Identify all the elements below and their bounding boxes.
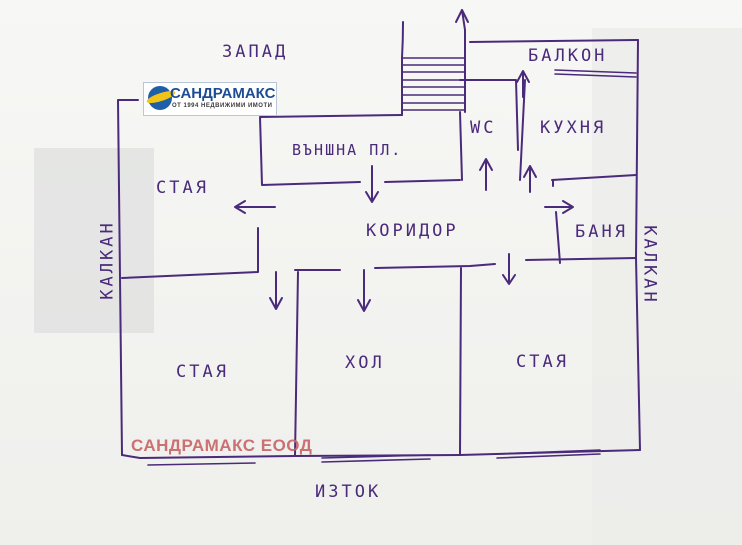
arrow-into-corridor [365,165,379,203]
room-top-left-wall [121,227,259,279]
bleed-through-photo [34,148,154,333]
window-balcony [554,69,637,78]
arrow-room-bottom-right [502,253,516,285]
hall-left-wall [294,271,299,457]
wall-top [469,39,639,43]
external-space-walls [259,114,461,186]
room-corridor-label: КОРИДОР [366,221,459,241]
window-hall [321,454,431,463]
hall-right-wall [459,267,462,456]
arrow-hall [357,269,371,312]
company-watermark: САНДРАМАКС ЕООД [131,436,313,455]
logo-tagline: ОТ 1994 НЕДВИЖИМИ ИМОТИ [172,103,273,109]
label-east: ИЗТОК [315,482,382,502]
stairs-arrow [455,9,469,23]
window-room-right [496,449,601,459]
window-room-left [147,462,256,466]
room-wc-label: WC [470,118,497,138]
room-top-left-label: СТАЯ [156,178,209,198]
room-kitchen-label: КУХНЯ [540,118,607,138]
stairs-left-rail [401,21,404,116]
room-hall-label: ХОЛ [345,353,385,373]
arrow-room-top-left [234,200,276,214]
bleed-through-page [592,28,742,545]
company-logo: САНДРАМАКС ОТ 1994 НЕДВИЖИМИ ИМОТИ [143,82,277,116]
arrow-room-bottom-left [269,271,283,310]
stairs-steps [401,57,466,111]
room-external-space-label: ВЪНШНА ПЛ. [292,141,403,159]
room-bathroom-label: БАНЯ [575,222,628,242]
arrow-balcony [516,70,530,98]
room-balcony-label: БАЛКОН [528,46,608,66]
wall-left [117,99,139,456]
stairs-right-rail [461,9,466,113]
logo-name: САНДРАМАКС [170,85,276,102]
label-right-wall: КАЛКАН [639,225,660,305]
arrow-kitchen [523,165,537,193]
label-west: ЗАПАД [222,42,289,62]
kitchen-walls [519,79,637,181]
label-left-wall: КАЛКАН [97,220,118,300]
bathroom-walls [525,211,637,264]
arrow-bathroom [544,200,574,214]
room-bottom-left-label: СТАЯ [176,362,229,382]
arrow-wc [479,158,493,191]
corridor-bottom-wall [294,263,496,271]
room-bottom-right-label: СТАЯ [516,352,569,372]
wc-walls [459,79,519,181]
